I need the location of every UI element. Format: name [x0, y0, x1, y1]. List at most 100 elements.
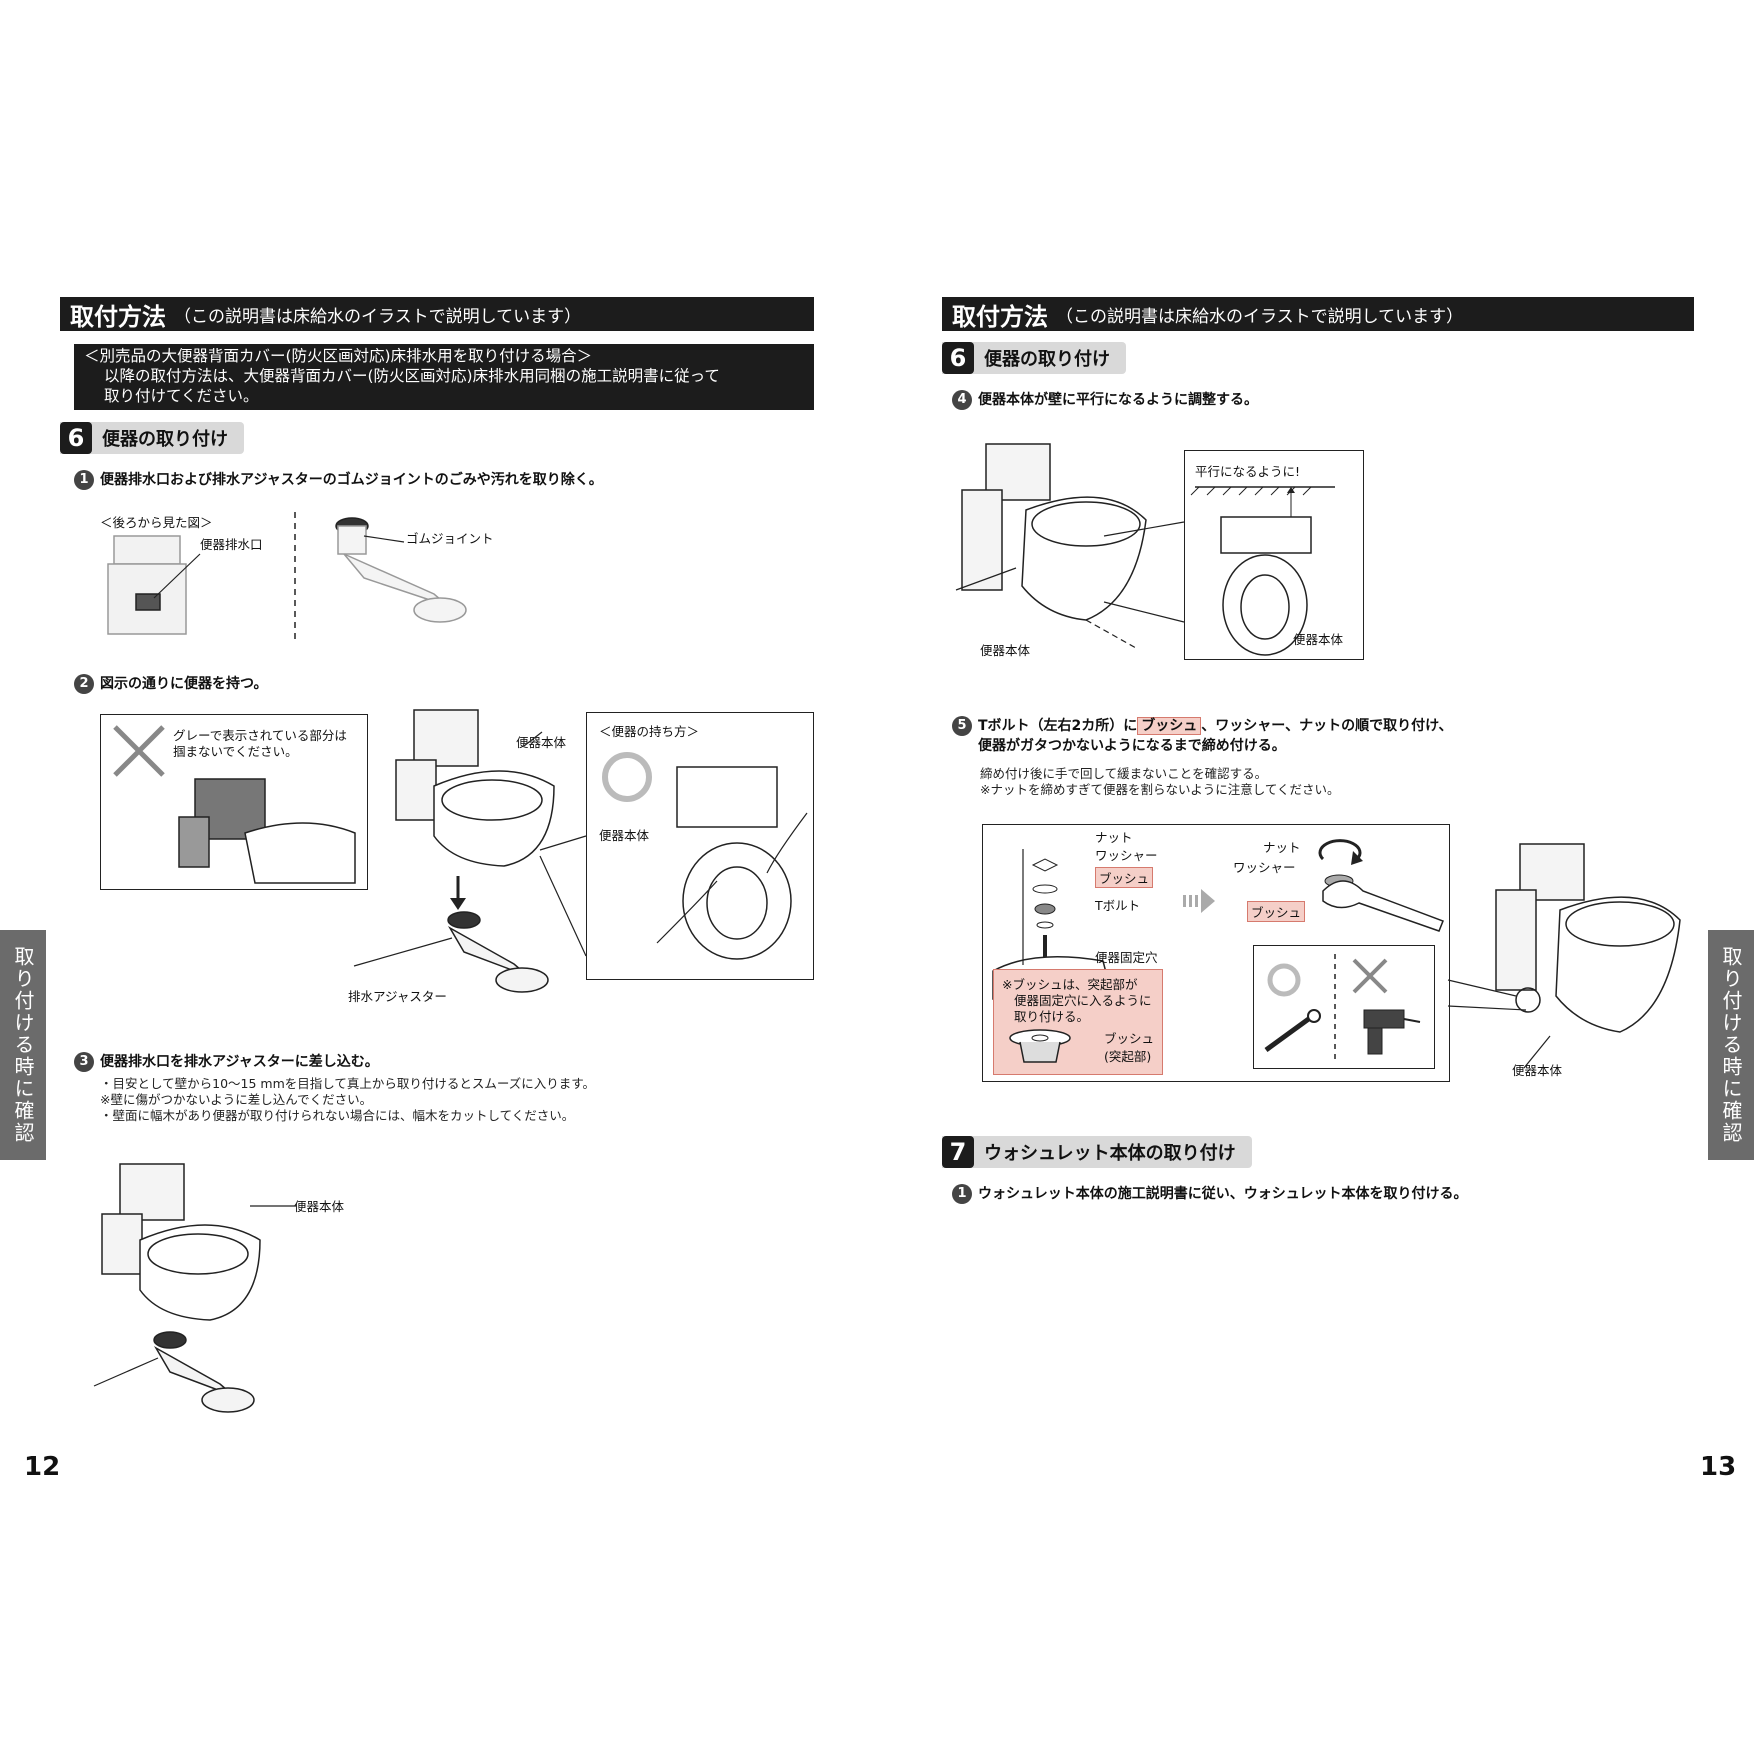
nut-label-2: ナット	[1263, 840, 1301, 855]
left-section-6: 6 便器の取り付け	[60, 422, 244, 454]
step-text-b: 、ワッシャー、ナットの順で取り付け、	[1201, 718, 1453, 734]
right-section-7: 7 ウォシュレット本体の取り付け	[942, 1136, 1252, 1168]
step-3-note-3: ・壁面に幅木があり便器が取り付けられない場合には、幅木をカットしてください。	[100, 1108, 575, 1123]
step-number: 3	[74, 1052, 94, 1072]
washer-label: ワッシャー	[1095, 848, 1158, 863]
step-text-a: Tボルト（左右2カ所）に	[978, 718, 1138, 734]
warning-line-2: 掴まないでください。	[173, 744, 298, 759]
section-number: 7	[942, 1136, 974, 1168]
holding-title: ＜便器の持ち方＞	[599, 724, 700, 739]
dashed-separator	[294, 512, 296, 642]
step-number: 5	[952, 716, 972, 736]
left-page-header: 取付方法 （この説明書は床給水のイラストで説明しています）	[60, 297, 814, 331]
step-2: 2 図示の通りに便器を持つ。	[74, 674, 267, 694]
rear-view-illustration	[107, 535, 201, 635]
toilet-bolt-location-illustration	[1447, 843, 1681, 1069]
nut-label: ナット	[1095, 830, 1133, 845]
step-number: 1	[952, 1184, 972, 1204]
step-text: 便器排水口および排水アジャスターのゴムジョイントのごみや汚れを取り除く。	[100, 472, 603, 488]
notice-line-2: 以降の取付方法は、大便器背面カバー(防火区画対応)床排水用同梱の施工説明書に従っ…	[104, 367, 720, 385]
step-3-note-2: ※壁に傷がつかないように差し込んでください。	[100, 1092, 373, 1107]
dashed-divider	[1334, 954, 1336, 1062]
notice-line-1: ＜別売品の大便器背面カバー(防火区画対応)床排水用を取り付ける場合＞	[84, 347, 593, 365]
toilet-lift-illustration	[353, 709, 555, 993]
fix-hole-label: 便器固定穴	[1095, 950, 1158, 965]
prohibited-x-icon	[113, 725, 165, 777]
bush-label-2: ブッシュ	[1247, 901, 1306, 922]
drain-adjuster-label: 排水アジャスター	[348, 989, 447, 1004]
wrench-icon	[1264, 1009, 1321, 1053]
section-number: 6	[60, 422, 92, 454]
prohibited-x-icon	[1352, 958, 1388, 994]
tool-comparison-box	[1253, 945, 1435, 1069]
step-number: 1	[74, 470, 94, 490]
ring-icon	[1267, 963, 1301, 997]
toilet-body-label: 便器本体	[1512, 1063, 1563, 1078]
warning-line-1: グレーで表示されている部分は	[173, 728, 347, 743]
step-text: 図示の通りに便器を持つ。	[100, 676, 268, 692]
step-5: 5 Tボルト（左右2カ所）にブッシュ、ワッシャー、ナットの順で取り付け、 便器が…	[952, 716, 1452, 756]
toilet-tank-gray-illustration	[178, 778, 356, 884]
rear-view-label: ＜後ろから見た図＞	[100, 515, 213, 530]
bush-caution-box: ※ブッシュは、突起部が 便器固定穴に入るように 取り付ける。 ブッシュ (突起部…	[993, 969, 1163, 1075]
bush-part-line-2: (突起部)	[1104, 1049, 1152, 1064]
side-tab-left: 取り付ける時に確認	[0, 930, 46, 1160]
tbolt-label: Tボルト	[1095, 898, 1141, 913]
outlet-label: 便器排水口	[200, 537, 263, 552]
step-5-note-2: ※ナットを締めすぎて便器を割らないように注意してください。	[980, 782, 1340, 797]
rubber-joint-label: ゴムジョイント	[406, 531, 494, 546]
toilet-insert-illustration	[93, 1163, 296, 1413]
caution-line-1: ※ブッシュは、突起部が	[1002, 977, 1138, 992]
header-subtitle: （この説明書は床給水のイラストで説明しています）	[1056, 306, 1464, 327]
section-title: 便器の取り付け	[984, 349, 1110, 370]
side-tab-right: 取り付ける時に確認	[1708, 930, 1754, 1160]
toilet-body-label: 便器本体	[516, 735, 567, 750]
step-text: ウォシュレット本体の施工説明書に従い、ウォシュレット本体を取り付ける。	[978, 1186, 1468, 1202]
bush-part-line-1: ブッシュ	[1104, 1031, 1155, 1046]
section-title: ウォシュレット本体の取り付け	[984, 1143, 1236, 1164]
right-section-6: 6 便器の取り付け	[942, 342, 1126, 374]
section-number: 6	[942, 342, 974, 374]
right-page-header: 取付方法 （この説明書は床給水のイラストで説明しています）	[942, 297, 1694, 331]
wrench-tightening-illustration	[1318, 839, 1444, 932]
wall-parallel-illustration	[1190, 486, 1335, 656]
step-text: 便器本体が壁に平行になるように調整する。	[978, 392, 1258, 408]
step-5-note-1: 締め付け後に手で回して緩まないことを確認する。	[980, 766, 1268, 781]
parallel-label: 平行になるように!	[1195, 464, 1301, 479]
washer-label-2: ワッシャー	[1233, 860, 1296, 875]
caution-line-2: 便器固定穴に入るように	[1014, 993, 1152, 1008]
section-title: 便器の取り付け	[102, 429, 228, 450]
toilet-body-label-right: 便器本体	[1293, 632, 1344, 647]
bolt-assembly-box: ナット ワッシャー ブッシュ Tボルト 便器固定穴 ※ブッシュは、突起部が 便器…	[982, 824, 1450, 1082]
toilet-body-label: 便器本体	[294, 1199, 345, 1214]
zoom-callout-lines	[539, 835, 587, 957]
step-number: 2	[74, 674, 94, 694]
warning-box: グレーで表示されている部分は 掴まないでください。	[100, 714, 368, 890]
holding-method-box: ＜便器の持ち方＞ 便器本体	[586, 712, 814, 980]
hands-holding-illustration	[656, 766, 808, 960]
zoom-callout-lines	[1103, 521, 1185, 623]
step-7-1: 1 ウォシュレット本体の施工説明書に従い、ウォシュレット本体を取り付ける。	[952, 1184, 1467, 1204]
bush-part-illustration	[1009, 1029, 1071, 1063]
power-drill-icon	[1363, 1009, 1421, 1055]
bush-label: ブッシュ	[1095, 867, 1154, 888]
page-number-left: 12	[24, 1452, 61, 1482]
notice-line-3: 取り付けてください。	[104, 387, 259, 405]
step-text-c: 便器がガタつかないようになるまで締め付ける。	[978, 738, 1286, 754]
ring-icon	[602, 752, 652, 802]
header-subtitle: （この説明書は床給水のイラストで説明しています）	[174, 306, 582, 327]
bush-highlight: ブッシュ	[1137, 717, 1202, 735]
step-3: 3 便器排水口を排水アジャスターに差し込む。	[74, 1052, 379, 1072]
parallel-detail-box: 平行になるように! 便器本体	[1184, 450, 1364, 660]
step-number: 4	[952, 390, 972, 410]
header-title: 取付方法	[952, 302, 1048, 331]
notice-box: ＜別売品の大便器背面カバー(防火区画対応)床排水用を取り付ける場合＞ 以降の取付…	[74, 344, 814, 410]
step-4: 4 便器本体が壁に平行になるように調整する。	[952, 390, 1258, 410]
caution-line-3: 取り付ける。	[1014, 1009, 1090, 1024]
header-title: 取付方法	[70, 302, 166, 331]
step-text: 便器排水口を排水アジャスターに差し込む。	[100, 1054, 379, 1070]
page-number-right: 13	[1700, 1452, 1737, 1482]
step-3-note-1: ・目安として壁から10～15 mmを目指して真上から取り付けるとスムーズに入りま…	[100, 1076, 596, 1091]
toilet-body-label-left: 便器本体	[980, 643, 1031, 658]
rubber-joint-illustration	[335, 517, 467, 623]
